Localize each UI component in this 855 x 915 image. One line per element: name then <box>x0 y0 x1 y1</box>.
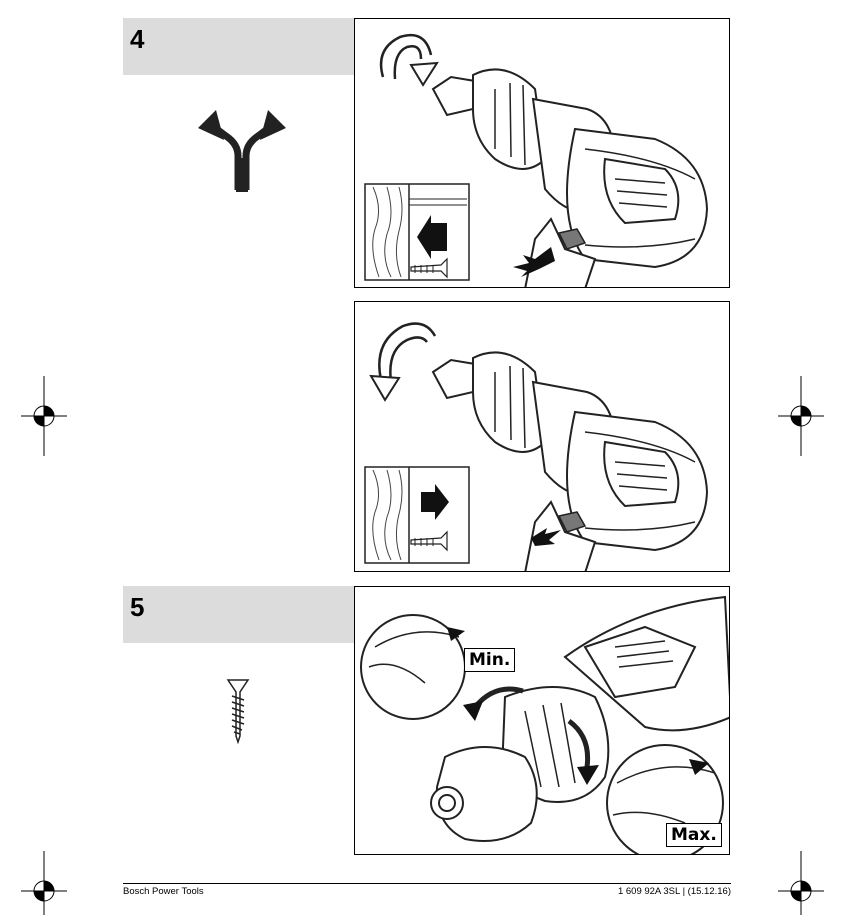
registration-mark-icon <box>778 376 824 456</box>
figure-panel-torque: Min. Max. <box>354 586 730 855</box>
min-label: Min. <box>464 648 516 672</box>
max-label: Max. <box>666 823 722 847</box>
footer-rule <box>123 883 731 884</box>
registration-mark-icon <box>21 851 67 915</box>
drill-illustration-3 <box>360 595 729 854</box>
drill-illustration-2 <box>364 322 709 571</box>
drill-illustration-1 <box>364 33 709 287</box>
step-4-number: 4 <box>130 24 145 54</box>
step-5-header: 5 <box>123 586 354 643</box>
footer-doc-id: 1 609 92A 3SL | (15.12.16) <box>617 886 731 897</box>
registration-mark-icon <box>21 376 67 456</box>
registration-mark-icon <box>778 851 824 915</box>
direction-fork-icon <box>198 110 286 192</box>
figure-panel-forward <box>354 301 730 572</box>
figure-panel-reverse <box>354 18 730 288</box>
footer-brand: Bosch Power Tools <box>123 886 204 897</box>
step-4-header: 4 <box>123 18 354 75</box>
screw-icon <box>226 679 250 744</box>
step-5-number: 5 <box>130 592 145 622</box>
